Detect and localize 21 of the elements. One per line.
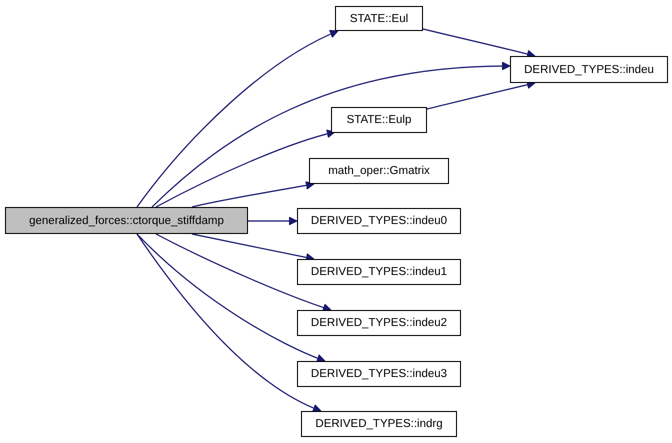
function-box: DERIVED_TYPES::indeu2 [297,310,461,336]
arrow [156,233,332,312]
arrow [136,30,338,208]
function-box: DERIVED_TYPES::indeu [510,56,668,83]
arrow [192,181,314,208]
function-box: DERIVED_TYPES::indrg [301,411,457,437]
function-box: DERIVED_TYPES::indeu1 [297,259,461,285]
arrow [426,80,536,110]
function-box: DERIVED_TYPES::indeu0 [297,208,461,234]
arrow [422,28,536,58]
arrow [192,233,314,262]
function-box: DERIVED_TYPES::indeu3 [297,361,461,387]
arrow [136,234,326,362]
function-box: STATE::Eul [335,6,423,31]
arrow [248,216,298,226]
arrow [156,130,336,208]
arrow [136,234,322,412]
function-box: STATE::Eulp [331,107,427,133]
current-function-box: generalized_forces::ctorque_stiffdamp [5,207,248,234]
arrow [152,62,510,208]
function-box: math_oper::Gmatrix [309,158,449,184]
